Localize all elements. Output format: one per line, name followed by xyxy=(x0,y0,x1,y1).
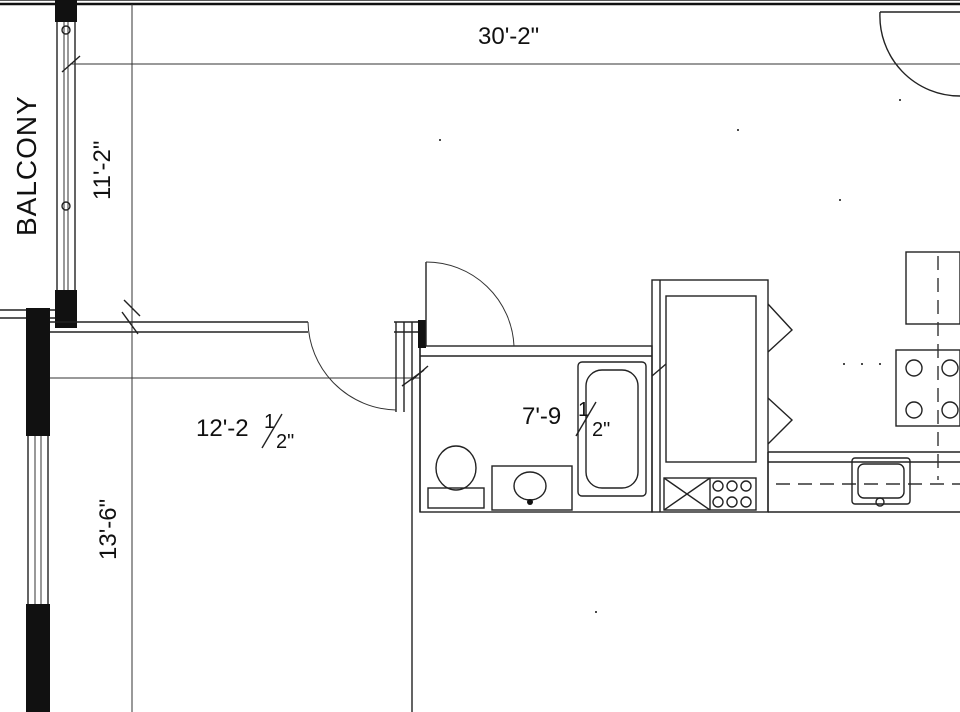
kitchen-counter xyxy=(767,451,960,513)
top-exterior-wall xyxy=(0,0,960,6)
bedroom-width-label: 12'-2 1 2" xyxy=(196,411,294,453)
bedroom-width-fraction-numerator: 1 xyxy=(264,411,275,433)
bathroom-sink xyxy=(491,465,573,511)
toilet xyxy=(427,445,485,509)
bedroom-top-wall xyxy=(50,321,420,333)
kitchen-sink xyxy=(851,457,911,507)
stove xyxy=(895,349,960,427)
bedroom-right-wall xyxy=(411,322,421,712)
bath-width-fraction-denominator: 2" xyxy=(592,419,610,441)
bath-width-label: 7'-9 1 2" xyxy=(522,399,610,441)
bedroom-width-text: 12'-2 xyxy=(196,415,249,442)
closet xyxy=(651,279,794,513)
bathroom xyxy=(411,261,653,513)
bath-width-fraction-numerator: 1 xyxy=(578,399,589,421)
bedroom-left-wall xyxy=(26,308,50,712)
balcony-depth-label: 11'-2" xyxy=(89,141,116,200)
bedroom-width-dimension-line xyxy=(50,299,425,387)
cabinet-upper xyxy=(905,251,960,480)
paper-speckle xyxy=(439,99,901,613)
bedroom-depth-label: 13'-6" xyxy=(95,499,122,560)
bedroom-width-fraction-denominator: 2" xyxy=(276,431,294,453)
overall-width-dimension-line xyxy=(61,4,960,712)
overall-width-label: 30'-2" xyxy=(478,23,539,50)
entry-door-swing xyxy=(879,11,960,97)
mechanical-unit xyxy=(663,477,757,511)
bathtub xyxy=(577,361,647,497)
bath-width-text: 7'-9 xyxy=(522,403,561,430)
bedroom-door xyxy=(307,321,405,412)
balcony-label: BALCONY xyxy=(11,95,42,236)
